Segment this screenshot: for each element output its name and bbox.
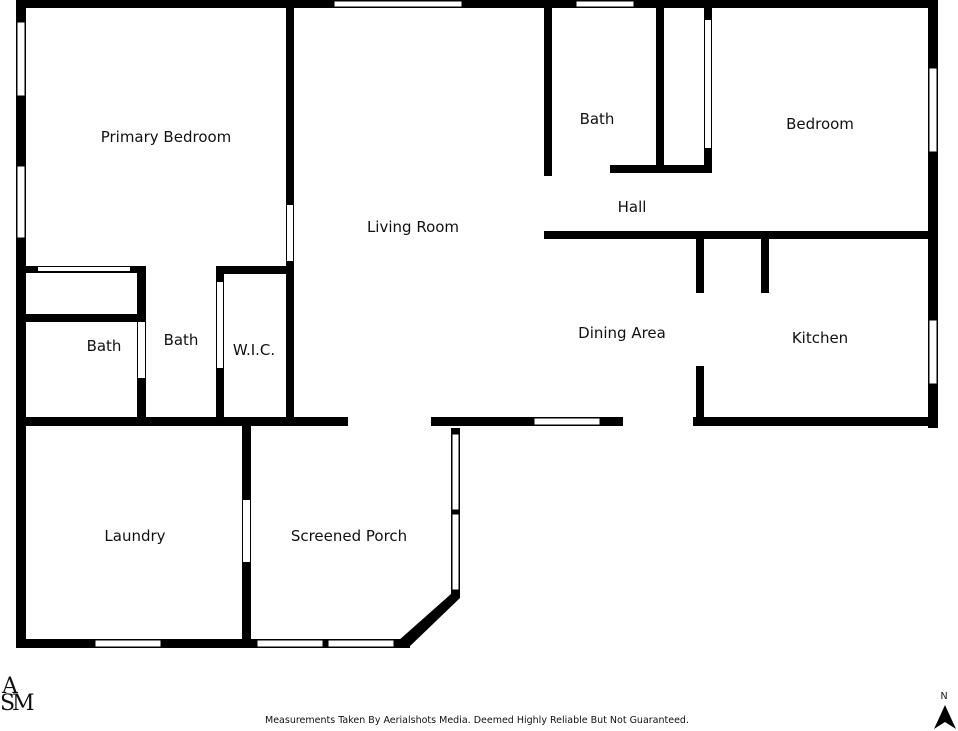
window-porch-1 [256,639,324,648]
logo-letter-a: A [1,674,19,699]
compass-label: N [940,691,947,702]
logo-letter-m: M [12,691,35,716]
room-label-living-room: Living Room [367,218,459,236]
wall-bath-top [26,314,146,322]
window-porch-2 [327,639,395,648]
opening-primary-living [287,205,293,261]
window-dining [533,417,601,426]
wall-main-bottom-mid [431,417,623,426]
openings [38,20,711,562]
room-label-bedroom: Bedroom [786,115,854,133]
wall-laundry-bottom [16,639,410,648]
wall-main-bottom-left [16,417,348,426]
window-bath-top [575,0,635,8]
window-primary-2 [16,165,26,239]
wall-kitchen-stub-right [761,239,769,293]
wall-bath-left [544,8,552,176]
compass: N [934,691,956,729]
room-label-bath-center: Bath [164,331,199,349]
window-porch-right-1 [451,433,460,511]
room-label-primary-bedroom: Primary Bedroom [101,128,232,146]
logo-letter-s: S [0,691,15,716]
room-labels: Primary Bedroom Living Room Bath Bedroom… [87,110,854,545]
wall-hall-bottom [544,231,938,239]
room-label-bath-top: Bath [580,110,615,128]
asm-logo: A S M [0,674,35,716]
walls [16,0,938,648]
windows [16,0,938,648]
opening-hall [545,180,551,226]
wall-outer-right [928,0,938,428]
window-living-top [333,0,463,8]
wall-wic-top [216,266,294,274]
room-label-wic: W.I.C. [233,341,275,359]
window-laundry [94,639,162,648]
opening-bath-hall [552,166,610,172]
wall-kitchen-stub-left [696,239,704,293]
wall-porch-angled [398,594,460,648]
wall-laundry-left [16,420,26,648]
room-label-kitchen: Kitchen [792,329,848,347]
room-label-hall: Hall [618,198,647,216]
room-label-laundry: Laundry [104,527,165,545]
wall-outer-top [16,0,938,8]
opening-bath [138,322,145,378]
window-porch-right-2 [451,513,460,591]
north-arrow-icon [934,705,956,729]
wall-bath-right [656,8,664,173]
wall-main-bottom-right [693,417,938,426]
room-label-screened-porch: Screened Porch [291,527,407,545]
footer-disclaimer: Measurements Taken By Aerialshots Media.… [265,715,689,726]
window-kitchen [928,319,938,385]
opening-laundry-porch [243,500,250,562]
window-bedroom [928,67,938,153]
opening-bedroom-closet [705,20,711,148]
opening-wic [217,282,223,368]
room-label-dining-area: Dining Area [578,324,666,342]
wall-bath-bottom [610,165,712,173]
wall-porch-right [451,428,460,598]
wall-kitchen-lower [696,366,704,426]
window-primary-1 [16,21,26,97]
room-label-bath-left: Bath [87,337,122,355]
opening-closet [38,267,130,271]
